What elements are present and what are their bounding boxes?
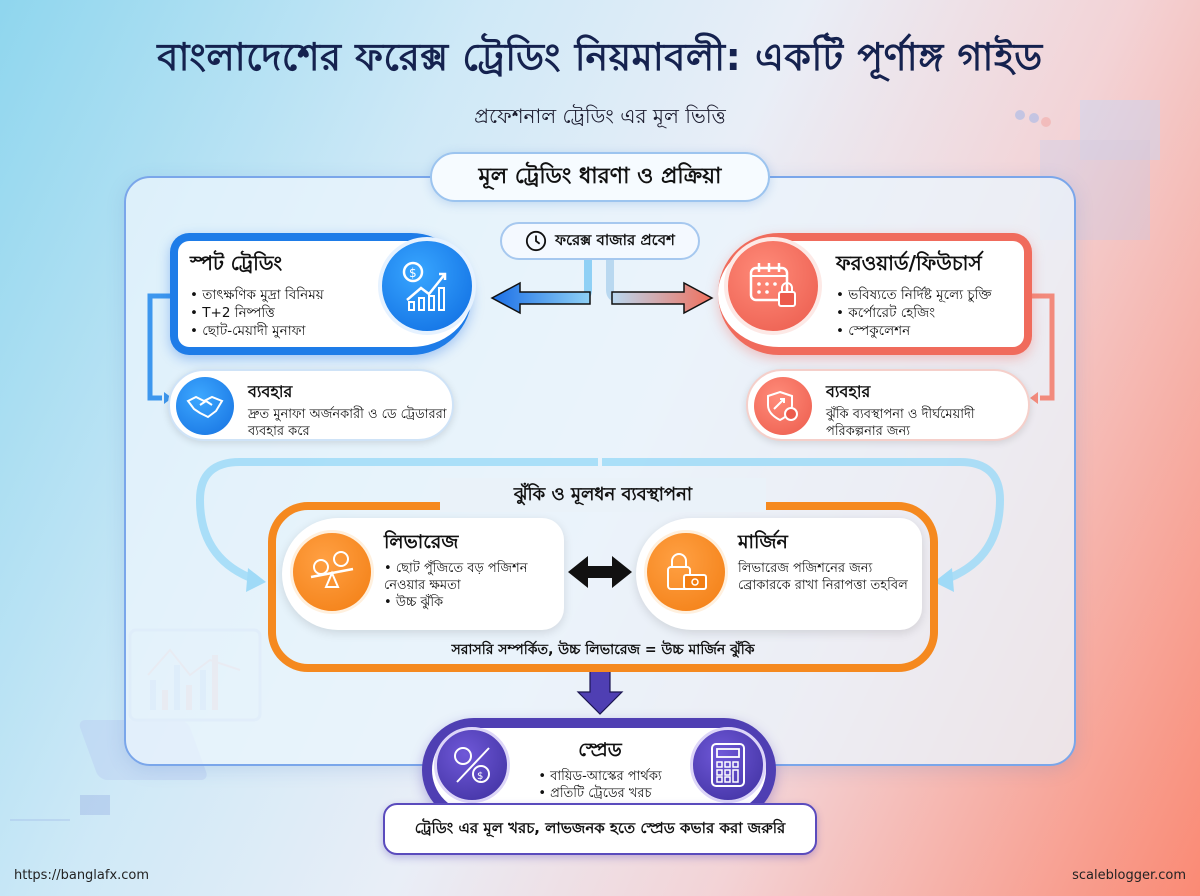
leverage-list: ছোট পুঁজিতে বড় পজিশন নেওয়ার ক্ষমতা উচ্…: [384, 560, 564, 611]
list-item: ছোট-মেয়াদী মুনাফা: [190, 322, 324, 340]
spot-usage-card: ব্যবহার দ্রুত মুনাফা অর্জনকারী ও ডে ট্রে…: [168, 369, 454, 441]
spread-content: স্প্রেড বায়িড-আস্কের পার্থক্য প্রতিটি ট…: [510, 736, 690, 802]
margin-title: মার্জিন: [738, 531, 788, 553]
balance-scale-icon: [290, 530, 374, 614]
forward-usage-title: ব্যবহার: [826, 382, 871, 401]
footer-credit: scaleblogger.com: [1072, 868, 1186, 883]
margin-card: মার্জিন লিভারেজ পজিশনের জন্য ব্রোকারকে র…: [636, 518, 922, 630]
spread-list: বায়িড-আস্কের পার্থক্য প্রতিটি ট্রেডের খ…: [538, 768, 662, 802]
margin-desc: লিভারেজ পজিশনের জন্য ব্রোকারকে রাখা নিরা…: [738, 561, 908, 593]
spot-usage-desc: দ্রুত মুনাফা অর্জনকারী ও ডে ট্রেডাররা ব্…: [248, 407, 447, 439]
spot-usage-title: ব্যবহার: [248, 382, 293, 401]
calculator-icon: [690, 727, 766, 803]
list-item: ছোট পুঁজিতে বড় পজিশন নেওয়ার ক্ষমতা: [384, 560, 564, 594]
header: বাংলাদেশের ফরেক্স ট্রেডিং নিয়মাবলী: একট…: [0, 28, 1200, 135]
clock-icon: [525, 230, 547, 252]
spot-trading-title: স্পট ট্রেডিং: [190, 251, 283, 275]
calendar-lock-icon: [724, 237, 822, 335]
forward-futures-list: ভবিষ্যতে নির্দিষ্ট মূল্যে চুক্তি কর্পোরে…: [836, 286, 992, 340]
lock-cash-icon: [644, 530, 728, 614]
spread-note: ট্রেডিং এর মূল খরচ, লাভজনক হতে স্প্রেড ক…: [383, 803, 817, 855]
svg-text:$: $: [409, 266, 417, 280]
handshake-icon: [176, 377, 234, 435]
shield-icon: [754, 377, 812, 435]
forward-usage-desc: ঝুঁকি ব্যবস্থাপনা ও দীর্ঘমেয়াদী পরিকল্প…: [826, 407, 975, 439]
risk-section-title: ঝুঁকি ও মূলধন ব্যবস্থাপনা: [440, 478, 766, 512]
page-title: বাংলাদেশের ফরেক্স ট্রেডিং নিয়মাবলী: একট…: [157, 35, 1043, 79]
forward-futures-title: ফরওয়ার্ড/ফিউচার্স: [836, 251, 982, 275]
background-dashboard-decoration: [1015, 100, 1160, 240]
list-item: উচ্চ ঝুঁকি: [384, 594, 564, 611]
page-subtitle: প্রফেশনাল ট্রেডিং এর মূল ভিত্তি: [474, 104, 726, 128]
forward-usage-card: ব্যবহার ঝুঁকি ব্যবস্থাপনা ও দীর্ঘমেয়াদী…: [746, 369, 1030, 441]
list-item: বায়িড-আস্কের পার্থক্য: [538, 768, 662, 785]
leverage-card: লিভারেজ ছোট পুঁজিতে বড় পজিশন নেওয়ার ক্…: [282, 518, 564, 630]
spot-trading-list: তাৎক্ষণিক মুদ্রা বিনিময় T+2 নিষ্পত্তি ছ…: [190, 286, 324, 340]
list-item: ভবিষ্যতে নির্দিষ্ট মূল্যে চুক্তি: [836, 286, 991, 304]
leverage-margin-relation: সরাসরি সম্পর্কিত, উচ্চ লিভারেজ = উচ্চ মা…: [451, 642, 755, 658]
list-item: তাৎক্ষণিক মুদ্রা বিনিময়: [190, 286, 323, 304]
market-entry-label: ফরেক্স বাজার প্রবেশ: [555, 230, 675, 249]
list-item: প্রতিটি ট্রেডের খরচ: [538, 785, 661, 802]
list-item: স্পেকুলেশন: [836, 322, 992, 340]
list-item: T+2 নিষ্পত্তি: [190, 304, 324, 322]
footer-source-link[interactable]: https://banglafx.com: [14, 868, 150, 883]
market-entry-pill: ফরেক্স বাজার প্রবেশ: [500, 222, 700, 260]
list-item: কর্পোরেট হেজিং: [836, 304, 992, 322]
core-section-title: মূল ট্রেডিং ধারণা ও প্রক্রিয়া: [430, 152, 770, 202]
percent-exchange-icon: $: [434, 727, 510, 803]
spread-title: স্প্রেড: [578, 739, 622, 761]
leverage-title: লিভারেজ: [384, 531, 459, 553]
svg-text:$: $: [477, 771, 483, 782]
chart-growth-icon: $: [378, 237, 476, 335]
